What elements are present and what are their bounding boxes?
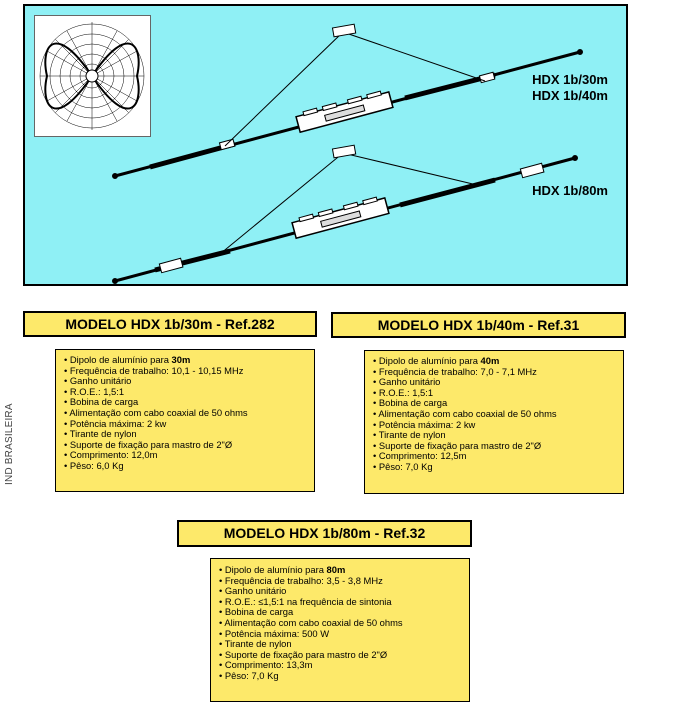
spec-text: Potência máxima: 2 kw: [69, 417, 167, 429]
spec-item: Ganho unitário: [373, 376, 623, 388]
spec-text: Suporte de fixação para mastro de 2"Ø: [69, 438, 233, 450]
spec-text: Pêso: 6,0 Kg: [69, 459, 124, 471]
hero-label-80m: HDX 1b/80m: [532, 183, 608, 198]
spec-text: Comprimento: 12,0m: [69, 449, 158, 461]
spec-item: Suporte de fixação para mastro de 2"Ø: [64, 438, 314, 451]
spec-item: Ganho unitário: [219, 585, 469, 597]
model-40m-specs: Dipolo de alumínio para 40mFrequência de…: [364, 350, 624, 494]
spec-text: Suporte de fixação para mastro de 2"Ø: [378, 439, 542, 451]
spec-text: R.O.E.: 1,5:1: [69, 385, 125, 397]
spec-text: Comprimento: 13,3m: [224, 659, 313, 671]
antenna-drawing: [112, 23, 583, 284]
spec-text: Dipolo de alumínio para: [378, 355, 481, 366]
spec-item: Frequência de trabalho: 3,5 - 3,8 MHz: [219, 574, 469, 587]
spec-item: Alimentação com cabo coaxial de 50 ohms: [219, 616, 469, 629]
spec-item: Pêso: 7,0 Kg: [373, 460, 623, 473]
spec-item: Bobina de carga: [219, 607, 469, 618]
spec-text: Bobina de carga: [378, 397, 448, 409]
spec-item: Dipolo de alumínio para 80m: [219, 564, 469, 576]
spec-item: Comprimento: 13,3m: [219, 660, 469, 671]
spec-text: Pêso: 7,0 Kg: [224, 669, 279, 681]
hero-label-30m: HDX 1b/30m: [532, 72, 608, 87]
spec-text: R.O.E.: 1,5:1: [378, 386, 434, 398]
spec-item: Ganho unitário: [64, 375, 314, 387]
spec-text: Potência máxima: 500 W: [224, 627, 330, 639]
spec-list-80m: Dipolo de alumínio para 80mFrequência de…: [219, 564, 469, 682]
lower-dipole-antenna: [112, 144, 578, 284]
spec-text: Alimentação com cabo coaxial de 50 ohms: [69, 406, 248, 418]
model-80m-title: MODELO HDX 1b/80m - Ref.32: [177, 520, 472, 547]
manufacturer-origin-text: IND BRASILEIRA: [4, 403, 15, 485]
spec-text: Bobina de carga: [224, 606, 294, 618]
spec-item: Bobina de carga: [64, 397, 314, 408]
spec-item: Frequência de trabalho: 10,1 - 10,15 MHz: [64, 364, 314, 377]
spec-text: Ganho unitário: [224, 585, 287, 597]
spec-item: R.O.E.: ≤1,5:1 na frequência de sintonia: [219, 595, 469, 608]
spec-item: Bobina de carga: [373, 398, 623, 409]
spec-item: Potência máxima: 500 W: [219, 627, 469, 640]
spec-item: Tirante de nylon: [219, 638, 469, 650]
spec-band: 40m: [480, 355, 500, 366]
model-30m-specs: Dipolo de alumínio para 30mFrequência de…: [55, 349, 315, 492]
spec-text: Alimentação com cabo coaxial de 50 ohms: [224, 616, 403, 628]
model-30m-title: MODELO HDX 1b/30m - Ref.282: [23, 311, 317, 337]
spec-text: Ganho unitário: [69, 375, 132, 387]
spec-item: Comprimento: 12,5m: [373, 451, 623, 462]
spec-list-40m: Dipolo de alumínio para 40mFrequência de…: [373, 355, 623, 473]
model-80m-specs: Dipolo de alumínio para 80mFrequência de…: [210, 558, 470, 702]
spec-text: Suporte de fixação para mastro de 2"Ø: [224, 648, 388, 660]
spec-text: Bobina de carga: [69, 396, 139, 408]
spec-item: Pêso: 7,0 Kg: [219, 669, 469, 682]
spec-text: Tirante de nylon: [378, 429, 446, 441]
spec-list-30m: Dipolo de alumínio para 30mFrequência de…: [64, 354, 314, 472]
spec-text: Frequência de trabalho: 10,1 - 10,15 MHz: [69, 364, 244, 376]
spec-item: Suporte de fixação para mastro de 2"Ø: [373, 439, 623, 452]
spec-item: R.O.E.: 1,5:1: [373, 386, 623, 399]
spec-text: Tirante de nylon: [224, 638, 292, 650]
spec-item: Tirante de nylon: [373, 429, 623, 441]
spec-item: Comprimento: 12,0m: [64, 450, 314, 461]
spec-item: Alimentação com cabo coaxial de 50 ohms: [64, 406, 314, 419]
spec-item: Tirante de nylon: [64, 428, 314, 440]
spec-item: Potência máxima: 2 kw: [373, 418, 623, 431]
upper-dipole-antenna: [112, 23, 583, 179]
spec-text: Frequência de trabalho: 7,0 - 7,1 MHz: [378, 365, 537, 377]
polar-plot-icon: [39, 22, 145, 130]
spec-item: Frequência de trabalho: 7,0 - 7,1 MHz: [373, 365, 623, 378]
product-illustration-panel: HDX 1b/30m HDX 1b/40m HDX 1b/80m: [23, 4, 628, 286]
spec-text: Frequência de trabalho: 3,5 - 3,8 MHz: [224, 574, 383, 586]
spec-item: Pêso: 6,0 Kg: [64, 459, 314, 472]
spec-text: Pêso: 7,0 Kg: [378, 460, 433, 472]
spec-item: Alimentação com cabo coaxial de 50 ohms: [373, 407, 623, 420]
spec-item: Dipolo de alumínio para 40m: [373, 355, 623, 367]
spec-text: R.O.E.: ≤1,5:1 na frequência de sintonia: [224, 595, 392, 607]
spec-text: Tirante de nylon: [69, 428, 137, 440]
spec-text: Dipolo de alumínio para: [224, 564, 327, 575]
spec-item: Potência máxima: 2 kw: [64, 417, 314, 430]
spec-item: Suporte de fixação para mastro de 2"Ø: [219, 648, 469, 661]
spec-text: Dipolo de alumínio para: [69, 354, 172, 365]
spec-item: Dipolo de alumínio para 30m: [64, 354, 314, 366]
spec-text: Alimentação com cabo coaxial de 50 ohms: [378, 407, 557, 419]
hero-label-40m: HDX 1b/40m: [532, 88, 608, 103]
radiation-pattern-diagram: [34, 15, 151, 137]
spec-band: 30m: [171, 354, 191, 365]
spec-text: Comprimento: 12,5m: [378, 450, 467, 462]
spec-text: Potência máxima: 2 kw: [378, 418, 476, 430]
spec-text: Ganho unitário: [378, 376, 441, 388]
spec-item: R.O.E.: 1,5:1: [64, 385, 314, 398]
model-40m-title: MODELO HDX 1b/40m - Ref.31: [331, 312, 626, 338]
spec-band: 80m: [326, 564, 346, 575]
